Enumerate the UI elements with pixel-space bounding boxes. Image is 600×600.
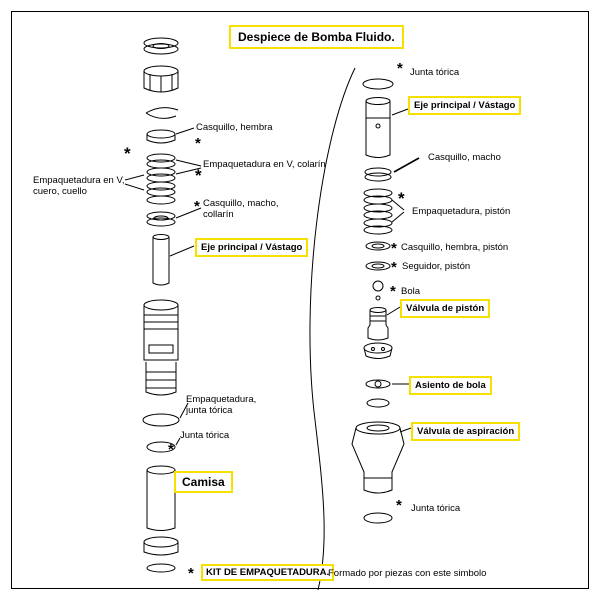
label-kit-description: Formado por piezas con este simbolo (328, 568, 487, 579)
marker-star: * (195, 135, 201, 152)
marker-star: * (396, 497, 402, 514)
marker-star: * (194, 198, 200, 215)
right-bottom-oring (363, 512, 393, 524)
right-ball-seat (365, 379, 391, 389)
left-v-packings (146, 153, 176, 205)
left-bottom-nut (143, 536, 179, 556)
right-ball (375, 295, 381, 301)
marker-star: * (195, 166, 202, 185)
label-eje-right: Eje principal / Vástago (408, 96, 522, 115)
right-valve-cage (363, 342, 393, 359)
left-male-gland (146, 211, 176, 227)
label-valvula-piston: Válvula de pistón (400, 299, 491, 318)
marker-star: * (124, 144, 131, 163)
right-seat-oring (366, 398, 390, 408)
left-female-gland (146, 129, 176, 144)
label-junta-torica-left: Junta tórica (180, 430, 230, 441)
marker-star: * (391, 240, 397, 257)
marker-star: * (168, 441, 174, 458)
right-intake-valve (351, 421, 405, 494)
left-oring-1 (142, 413, 180, 427)
left-top-nut (143, 37, 179, 55)
label-asiento-bola: Asiento de bola (409, 376, 492, 395)
divider-curve (309, 67, 356, 591)
label-empaq-junta: Empaquetadura, junta tórica (186, 394, 257, 416)
marker-star: * (390, 283, 396, 300)
label-empaq-v-cuero: Empaquetadura en V, cuero, cuello (33, 175, 125, 197)
diagram-title: Despiece de Bomba Fluido. (229, 25, 404, 49)
left-oring-2 (146, 441, 176, 453)
label-casquillo-hembra-piston: Casquillo, hembra, pistón (401, 242, 509, 253)
label-kit-empaquetadura: KIT DE EMPAQUETADURA. (201, 564, 335, 581)
marker-star: * (398, 189, 405, 208)
label-eje-left: Eje principal / Vástago (195, 238, 309, 257)
label-junta-torica-top: Junta tórica (410, 67, 460, 78)
right-piston-packings (363, 188, 393, 235)
diagram-frame (11, 11, 589, 589)
marker-star: * (391, 259, 397, 276)
label-casquillo-macho: Casquillo, macho (428, 152, 501, 163)
label-empaq-v-colarin: Empaquetadura en V, colarín (203, 159, 326, 170)
label-valvula-aspiracion: Válvula de aspiración (411, 422, 521, 441)
left-retaining-ring (145, 107, 179, 119)
left-piston-rod (152, 234, 170, 286)
label-casquillo-macho-colarin: Casquillo, macho, collarín (203, 198, 279, 220)
marker-star: * (397, 60, 403, 77)
label-seguidor-piston: Seguidor, pistón (402, 261, 471, 272)
right-top-oring (362, 78, 394, 90)
right-follower (365, 261, 391, 271)
left-sleeve (146, 465, 176, 531)
right-male-gland (364, 167, 392, 182)
label-empaq-piston: Empaquetadura, pistón (412, 206, 511, 217)
left-bottom-oring (146, 563, 176, 573)
label-junta-torica-bottom: Junta tórica (411, 503, 461, 514)
right-small-ring (372, 280, 384, 292)
left-cylinder-body (143, 299, 179, 396)
right-piston-rod (365, 97, 391, 158)
label-camisa: Camisa (174, 471, 233, 493)
label-casquillo-hembra: Casquillo, hembra (196, 122, 273, 133)
left-packing-nut (143, 65, 179, 93)
marker-star: * (188, 565, 194, 582)
label-bola: Bola (401, 286, 421, 297)
right-female-gland (365, 241, 391, 251)
right-piston-valve (367, 307, 389, 341)
